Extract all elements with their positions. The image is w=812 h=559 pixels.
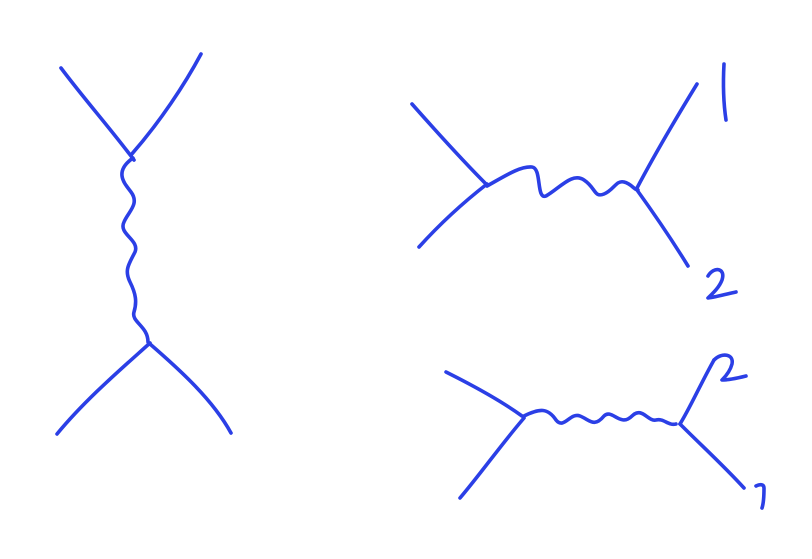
- feynman-diagram-s-channel-upper: [410, 62, 738, 300]
- fermion-line-bottom-right: [148, 342, 233, 435]
- photon-propagator-lower: [522, 408, 678, 427]
- fermion-line-bottom-left: [55, 341, 152, 436]
- label-1-stroke: [754, 482, 766, 510]
- label-2-stroke: [706, 267, 738, 300]
- outgoing-fermion-2: [678, 358, 716, 426]
- fermion-line-top-left: [59, 66, 136, 162]
- feynman-diagram-t-channel: [55, 52, 233, 436]
- outgoing-fermion-1: [635, 82, 699, 190]
- photon-propagator-vertical: [120, 156, 150, 344]
- incoming-fermion-bottom: [417, 182, 489, 249]
- outgoing-fermion-2: [635, 188, 690, 268]
- photon-propagator-upper: [485, 165, 640, 198]
- incoming-fermion-top: [410, 102, 489, 187]
- label-1-stroke: [721, 62, 728, 122]
- incoming-fermion-bottom: [458, 416, 526, 500]
- outgoing-fermion-1: [678, 422, 746, 490]
- label-2-stroke: [712, 353, 748, 382]
- incoming-fermion-top: [444, 370, 524, 418]
- fermion-line-top-right: [129, 52, 203, 157]
- feynman-diagram-s-channel-lower: [444, 353, 766, 510]
